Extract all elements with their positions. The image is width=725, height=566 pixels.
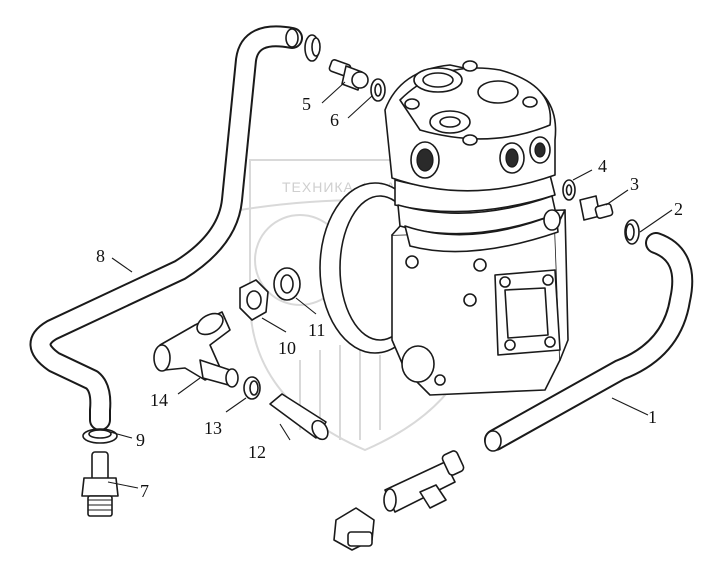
callout-9: 9 <box>136 430 145 450</box>
fitting-5 <box>328 58 369 91</box>
callout-8: 8 <box>96 246 105 266</box>
adapter-fitting <box>333 507 375 551</box>
callout-10: 10 <box>278 338 296 358</box>
fitting-3 <box>579 195 614 221</box>
callout-1: 1 <box>648 407 657 427</box>
hose-piece-12 <box>269 393 329 441</box>
callout-labels: 1 2 3 4 5 6 7 8 9 10 11 12 13 14 <box>96 94 683 501</box>
compressor-body <box>319 60 569 396</box>
hose-8 <box>29 25 303 431</box>
callout-12: 12 <box>248 442 266 462</box>
hose-clamp-2 <box>624 219 640 245</box>
callout-5: 5 <box>302 94 311 114</box>
washer-6 <box>370 78 386 102</box>
callout-4: 4 <box>598 156 607 176</box>
washer-4 <box>562 179 576 201</box>
callout-13: 13 <box>204 418 222 438</box>
callout-7: 7 <box>140 481 149 501</box>
tee-fitting <box>383 450 465 513</box>
hose-clamp-9 <box>82 428 118 444</box>
elbow-fitting-14 <box>153 311 239 388</box>
hose-clamp-top <box>304 34 321 62</box>
leader-lines <box>107 81 673 489</box>
callout-11: 11 <box>308 320 325 340</box>
hose-1 <box>484 232 694 452</box>
callout-2: 2 <box>674 199 683 219</box>
nut-10 <box>239 279 269 321</box>
callout-6: 6 <box>330 110 339 130</box>
fitting-7 <box>81 451 119 517</box>
callout-14: 14 <box>150 390 168 410</box>
washer-11 <box>273 267 301 301</box>
hose-clamp-13 <box>243 376 261 400</box>
callout-3: 3 <box>630 174 639 194</box>
